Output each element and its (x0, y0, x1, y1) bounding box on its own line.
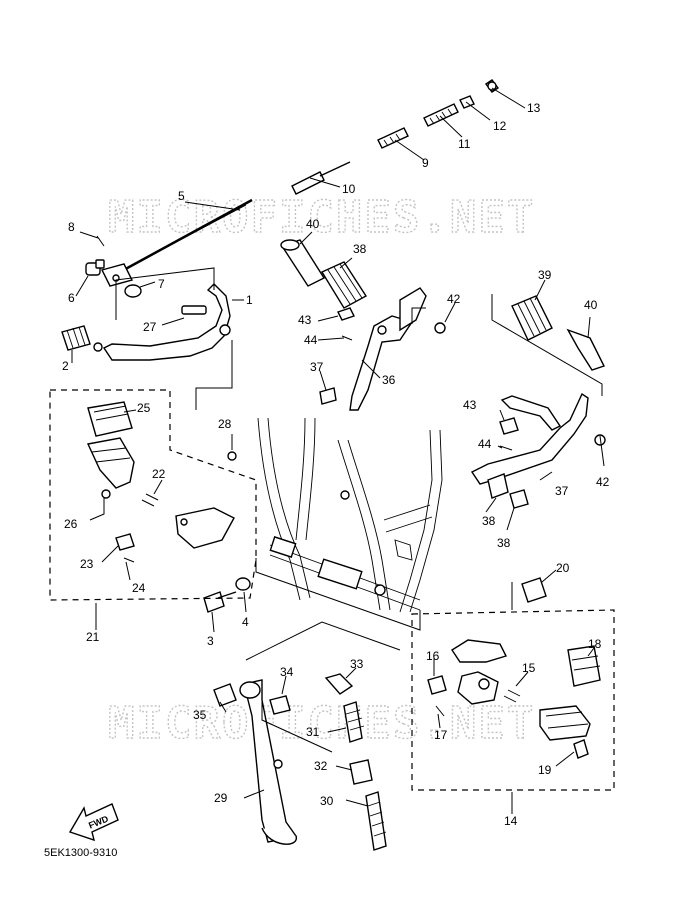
callout-21: 21 (86, 630, 100, 644)
callout-34: 34 (280, 665, 294, 679)
callout-42a: 42 (447, 292, 461, 306)
callout-15: 15 (522, 661, 536, 675)
callout-6: 6 (68, 291, 75, 305)
callout-5: 5 (178, 189, 185, 203)
callout-16: 16 (426, 649, 440, 663)
callout-32: 32 (314, 759, 328, 773)
callout-42b: 42 (596, 475, 610, 489)
callout-41a: 40 (306, 217, 320, 231)
callout-27: 27 (143, 320, 157, 334)
footrest-assembly-14-drawing (427, 577, 601, 759)
diagram-code: 5EK1300-9310 (44, 847, 117, 859)
callout-38a: 37 (310, 360, 324, 374)
callout-9: 9 (422, 156, 429, 170)
callout-37: 37 (555, 484, 569, 498)
callout-39: 38 (482, 514, 496, 528)
callout-33: 33 (350, 657, 364, 671)
footrest-right-drawing (470, 295, 606, 509)
callout-43b: 43 (463, 398, 477, 412)
callout-4: 4 (242, 615, 249, 629)
callout-26: 26 (64, 517, 78, 531)
assembly-boxes (49, 389, 615, 791)
callout-14: 14 (504, 814, 518, 828)
callout-20: 20 (556, 561, 570, 575)
callout-22: 22 (152, 467, 166, 481)
callout-7: 7 (158, 277, 165, 291)
callout-1: 1 (246, 293, 253, 307)
brake-pedal-drawing (61, 198, 253, 361)
callout-41b: 40 (584, 298, 598, 312)
callout-2: 2 (62, 359, 69, 373)
callout-35: 35 (193, 708, 207, 722)
callout-3: 3 (207, 634, 214, 648)
callout-31: 31 (306, 725, 320, 739)
watermark-bottom: MICROFICHES.NET (108, 698, 535, 749)
callout-40a: 38 (353, 242, 367, 256)
callout-44a: 44 (304, 333, 318, 347)
callout-38b: 38 (497, 536, 511, 550)
callout-29: 29 (214, 791, 228, 805)
watermark-top: MICROFICHES.NET (108, 192, 535, 243)
callout-44b: 44 (478, 437, 492, 451)
callout-12: 12 (493, 119, 507, 133)
callout-13: 13 (527, 101, 541, 115)
forward-arrow-icon: FWD (68, 803, 119, 842)
brake-rod-cable-drawing (291, 79, 500, 195)
callout-labels: 13 12 11 9 10 5 8 6 7 1 27 2 40 38 43 44… (62, 101, 610, 828)
callout-24: 24 (132, 581, 146, 595)
callout-40b: 39 (538, 268, 552, 282)
callout-30: 30 (320, 794, 334, 808)
callout-43a: 43 (298, 313, 312, 327)
frame-drawing (257, 417, 443, 613)
footrest-assembly-21-drawing (86, 401, 237, 563)
footrest-left-drawing (280, 239, 446, 411)
callout-8: 8 (68, 220, 75, 234)
callout-11: 11 (458, 137, 471, 151)
sidestand-drawing (213, 673, 387, 851)
callout-28: 28 (218, 417, 232, 431)
callout-10: 10 (342, 182, 356, 196)
callout-36: 36 (382, 373, 396, 387)
callout-17: 17 (434, 728, 448, 742)
leader-lines (71, 87, 605, 814)
callout-18: 18 (588, 637, 602, 651)
bolts-3-4-drawing (203, 577, 251, 613)
callout-23: 23 (80, 557, 94, 571)
callout-25: 25 (137, 401, 151, 415)
callout-19: 19 (538, 763, 552, 777)
